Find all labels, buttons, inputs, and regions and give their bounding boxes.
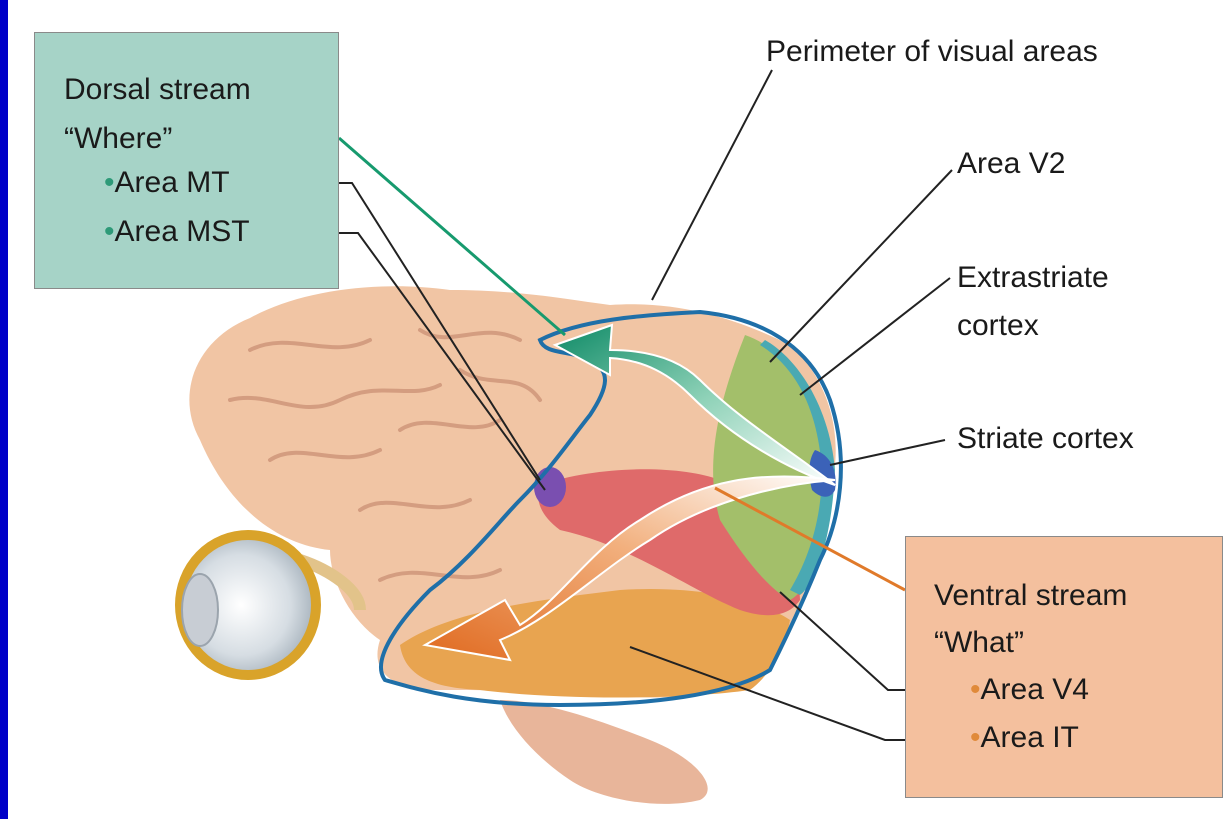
cerebellum-shape — [500, 700, 708, 804]
dorsal-stream-subtitle: “Where” — [64, 121, 172, 157]
leader-extrastriate — [800, 278, 950, 395]
label-extrastriate-2: cortex — [957, 308, 1039, 344]
label-perimeter: Perimeter of visual areas — [766, 34, 1098, 70]
ventral-stream-title: Ventral stream — [934, 578, 1127, 614]
leader-v2 — [770, 170, 952, 362]
area-mt-mst-spot — [534, 467, 566, 507]
dorsal-stream-box — [34, 32, 339, 289]
label-striate: Striate cortex — [957, 421, 1134, 457]
leader-striate — [830, 440, 945, 465]
ventral-item-area-it: •Area IT — [970, 720, 1079, 756]
dorsal-item-area-mst: •Area MST — [104, 214, 250, 250]
bullet-icon: • — [970, 673, 981, 706]
bullet-icon: • — [970, 721, 981, 754]
ventral-stream-subtitle: “What” — [934, 625, 1024, 661]
dorsal-stream-title: Dorsal stream — [64, 72, 251, 108]
ventral-item-area-v4: •Area V4 — [970, 672, 1089, 708]
ventral-stream-box — [905, 536, 1223, 798]
bullet-icon: • — [104, 166, 115, 199]
dorsal-item-area-mt: •Area MT — [104, 165, 230, 201]
bullet-icon: • — [104, 215, 115, 248]
label-extrastriate-1: Extrastriate — [957, 260, 1109, 296]
label-area-v2: Area V2 — [957, 146, 1065, 182]
leader-perimeter — [652, 70, 772, 300]
